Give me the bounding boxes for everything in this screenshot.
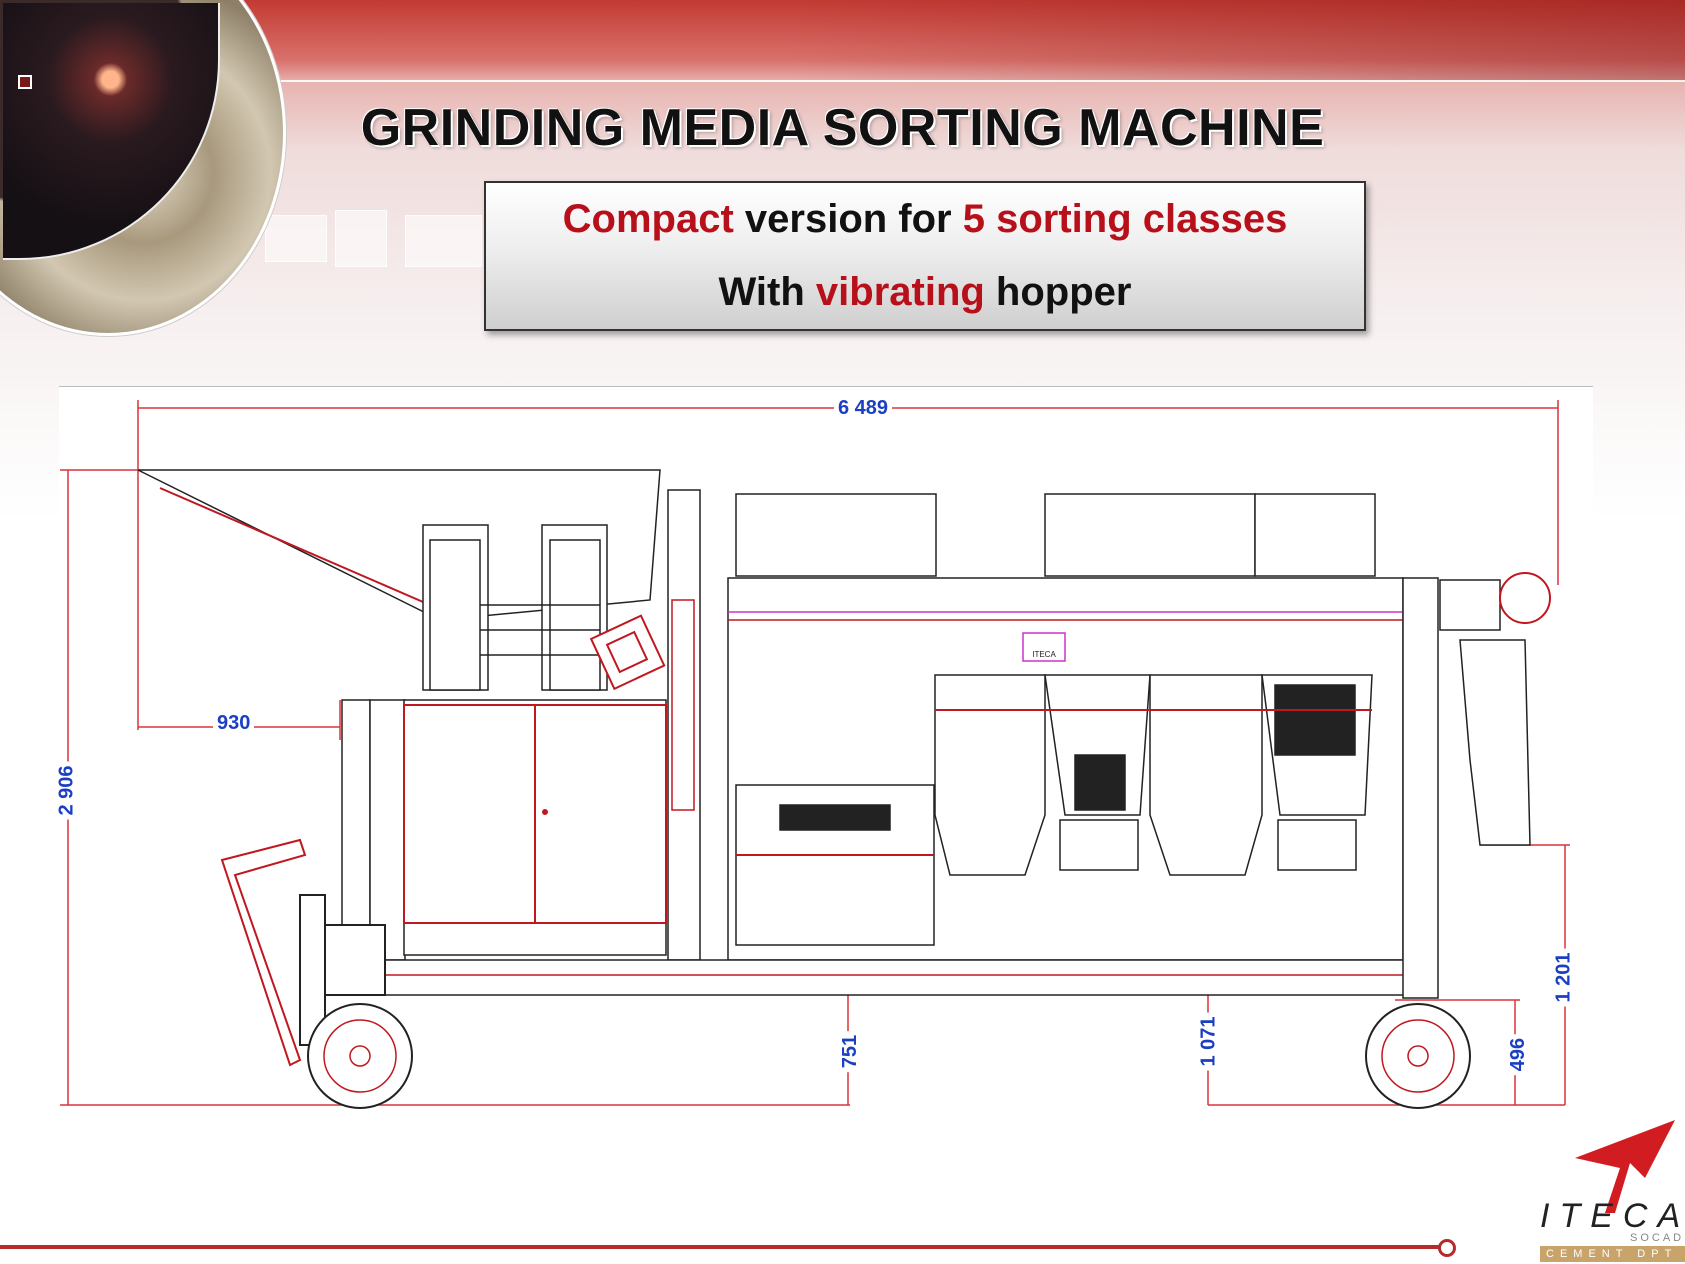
header-marker	[18, 75, 32, 89]
outlet-chutes	[934, 674, 1373, 876]
dimension-frame-height: 751	[839, 1030, 863, 1073]
header-rule	[18, 80, 1685, 82]
vibration-motor	[589, 614, 666, 691]
base-frame	[384, 577, 1439, 999]
logo-sub: SOCADEI	[1630, 1232, 1685, 1244]
hopper	[137, 469, 661, 691]
drive-unit	[1439, 572, 1551, 846]
iteca-logo-mark	[1575, 1120, 1675, 1213]
subtitle-vibrating: vibrating	[815, 270, 985, 314]
footer-rule-marker	[1438, 1239, 1456, 1257]
subtitle-compact: Compact	[562, 197, 734, 241]
logo-word: ITECA	[1540, 1197, 1685, 1235]
subtitle-line-1: Compact version for 5 sorting classes	[486, 197, 1364, 242]
subtitle-sorting-classes: 5 sorting classes	[962, 197, 1288, 241]
rear-wheel	[1365, 1003, 1471, 1109]
dimension-hopper-overhang: 930	[213, 712, 255, 735]
electrical-cabinet	[403, 699, 667, 956]
front-wheel	[307, 1003, 413, 1109]
subtitle-line-2: With vibrating hopper	[486, 270, 1364, 315]
plate-label: ITECA	[1032, 650, 1056, 659]
dimension-outlet-height: 1 071	[1197, 1012, 1221, 1071]
dimension-overall-height: 2 906	[55, 761, 79, 820]
dimension-rear-outlet-height: 1 201	[1552, 948, 1576, 1007]
support-frame	[341, 489, 701, 961]
tow-handle	[220, 838, 386, 1067]
subtitle-hopper: hopper	[984, 270, 1132, 314]
footer-rule	[0, 1245, 1440, 1249]
subtitle-box: Compact version for 5 sorting classes Wi…	[484, 181, 1366, 331]
page-title: GRINDING MEDIA SORTING MACHINE	[360, 99, 1325, 157]
dimension-overall-length: 6 489	[834, 397, 893, 420]
dimension-rear-axle-height: 496	[1507, 1033, 1531, 1076]
subtitle-with: With	[718, 270, 816, 314]
logo-tag: CEMENT DPT	[1540, 1246, 1685, 1262]
manufacturer-plate	[1022, 632, 1066, 662]
subtitle-version-for: version for	[733, 197, 963, 241]
